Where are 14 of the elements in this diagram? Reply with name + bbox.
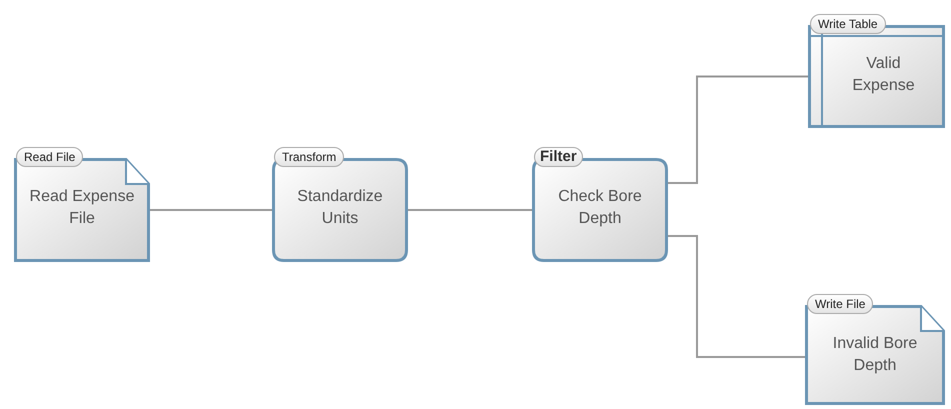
node-label: Standardize Units [296,187,384,229]
node-label: Valid Expense [851,54,916,96]
node-label: Check Bore Depth [557,187,643,229]
node-label: Invalid Bore Depth [832,334,918,376]
connector-line [408,209,532,211]
tag-label: Read File [16,147,84,167]
tag-label: Write Table [810,14,886,34]
connector-line [150,209,272,211]
tag-label: Filter [534,147,583,167]
connector-line [668,76,808,184]
connector-line [668,235,805,358]
tag-label: Transform [274,147,344,167]
tag-label: Write File [807,294,874,314]
node-label: Read Expense File [28,187,136,229]
